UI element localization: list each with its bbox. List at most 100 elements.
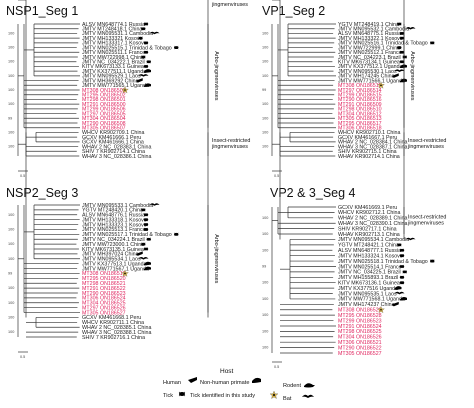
bat-icon	[405, 237, 416, 241]
star-tick-icon	[269, 390, 279, 399]
panel-title-nsp1: NSP1_Seg 1	[6, 4, 78, 18]
tree-panel-vp23: Insect-restrictedjingmenvirusesArbo-jing…	[0, 0, 446, 369]
tip-label: MT290 ON186522	[338, 345, 382, 351]
tick-icon	[399, 50, 405, 54]
bootstrap-value: 100	[262, 232, 268, 236]
panel-title-vp1: VP1_Seg 2	[262, 4, 325, 18]
tip-label: JMTV MW771565.1 Uganda	[82, 83, 149, 89]
tick-icon	[402, 55, 407, 59]
human-icon	[391, 73, 399, 78]
tip-label: MT298 ON186510	[338, 107, 382, 113]
tip-label: JMTV MH133322.1 Kosovo	[338, 36, 403, 42]
human-icon	[135, 78, 143, 83]
tip-label: MT291 ON186522	[82, 286, 126, 292]
scale-bar-label: 0.5	[274, 174, 279, 178]
tick-icon	[143, 218, 149, 222]
tip-label: JMTV MN025518.1 Trinidad & Tobago	[338, 259, 428, 265]
tip-label: JMTV MN095535.1 Laos	[338, 291, 397, 297]
bootstrap-value: 100	[262, 329, 268, 333]
bat-icon	[149, 203, 160, 206]
bootstrap-value: 100	[8, 242, 14, 246]
tick-icon	[430, 41, 435, 45]
tip-label: JMTV NC_034224.1 Brazil	[82, 237, 145, 243]
bootstrap-value: 100	[262, 216, 268, 220]
human-icon	[391, 301, 399, 307]
human-icon	[135, 251, 143, 256]
bootstrap-value: 99	[8, 116, 12, 120]
tip-label: JMTV KX377512.1 Uganda	[338, 64, 403, 70]
tip-label: MT295 ON186517	[338, 121, 382, 127]
bootstrap-value: 100	[262, 102, 268, 106]
tip-label: YGTV MT248420.1 China	[82, 208, 143, 214]
tip-label: JMTV MN095529.1 Laos	[82, 74, 141, 80]
legend-label-bat: Bat	[283, 396, 292, 402]
tip-label: MT308 ON186511	[338, 83, 381, 89]
tip-label: JMTV MW722998.1 China	[82, 55, 144, 61]
tick-icon	[143, 41, 149, 45]
bootstrap-value: 99	[8, 271, 12, 275]
tip-label: SHIV 7 KR902716.1 China	[82, 335, 145, 341]
tip-label: MT299 ON186515	[338, 93, 382, 99]
tip-label: YGTV MT248419.1 China	[338, 22, 399, 28]
tip-label: JMTV MW722999.1 China	[338, 45, 400, 51]
primate-icon	[252, 377, 261, 383]
tick-icon	[178, 391, 186, 397]
primate-icon	[144, 69, 151, 73]
tick-icon	[143, 247, 149, 251]
tip-label: JMTV MN095532.1 Cambodia	[338, 27, 409, 33]
bootstrap-value: 99	[262, 88, 266, 92]
tip-label: MT295 ON186502	[82, 93, 126, 99]
tick-icon	[143, 227, 149, 232]
tip-label: MT305 ON186527	[82, 310, 126, 316]
tip-label: SHIV KR902717.1 China	[338, 226, 397, 232]
bootstrap-value: 100	[8, 88, 14, 92]
bootstrap-value: 100	[8, 301, 14, 305]
panel-title-vp23: VP2 & 3_Seg 4	[270, 186, 356, 200]
tick-icon	[143, 64, 149, 69]
legend-label-tick: Tick	[163, 393, 173, 399]
bat-icon	[138, 74, 149, 77]
tip-label: JMTV MN095534.1 Cambodia	[338, 237, 409, 243]
tip-label: JMTV NC_034222.1 Brazil	[82, 60, 145, 66]
tip-label: GCXV KM461668.1 Peru	[82, 315, 141, 321]
tip-label: WHAV 3 NC_028388.1 China	[82, 330, 151, 336]
tip-label: MT290 ON186516	[338, 97, 382, 103]
host-legend: Host Human Non-human primate Rodent Tick…	[163, 368, 315, 402]
tip-label: KITV MK673134.1 Guinea	[338, 60, 400, 66]
tip-label: JMTV MH174237 China	[338, 302, 395, 308]
tip-label: JMTV MN025517.1 Trinidad & Tobago	[82, 232, 172, 238]
tip-label: GCXV KM461669.1 Peru	[338, 205, 397, 211]
tip-label: MT290 ON186523	[82, 291, 126, 297]
tip-label: GCXV KM461666.1 China	[82, 140, 144, 146]
tick-icon	[399, 264, 405, 269]
tick-icon	[146, 237, 151, 241]
tip-label: JMTV MW771568.1 Uganda	[338, 297, 405, 303]
tip-label: JMTV MN095531.1 Cambodia	[82, 31, 153, 37]
tip-label: JMTV MN025516.1 Trinidad & Tobago	[338, 41, 428, 47]
tip-label: JMTV MW771567.1 Uganda	[82, 266, 149, 272]
tip-label: KITV MK673135.1 Guinea	[82, 247, 144, 253]
tick-icon	[399, 281, 405, 285]
bootstrap-value: 100	[8, 145, 14, 149]
bootstrap-value: 100	[8, 213, 14, 217]
tick-icon	[397, 45, 402, 50]
tick-icon	[146, 60, 151, 64]
tip-label: MT295 ON186528	[338, 313, 382, 319]
tip-label: WHCV KR902709.1 China	[82, 130, 144, 136]
tip-label: JMTV MH133324.1 Kosovo	[338, 253, 403, 259]
tip-label: MT306 ON186521	[338, 340, 382, 346]
legend-label-study-tick: Tick identified in this study	[190, 393, 255, 399]
bootstrap-value: 100	[262, 74, 268, 78]
tip-label: MT305 ON186513	[338, 116, 382, 122]
tip-label: ALSV MN648774.1 Russia	[82, 22, 145, 28]
tip-label: JMTV MN025514.1 France	[338, 264, 402, 270]
tip-label: JMTV MN095530.1 Laos	[338, 69, 397, 75]
tip-label: JMTV MN095533.1 Cambodia	[82, 203, 153, 209]
bootstrap-value: 100	[8, 257, 14, 261]
star-tick-icon	[121, 269, 129, 277]
tick-icon	[174, 232, 179, 236]
